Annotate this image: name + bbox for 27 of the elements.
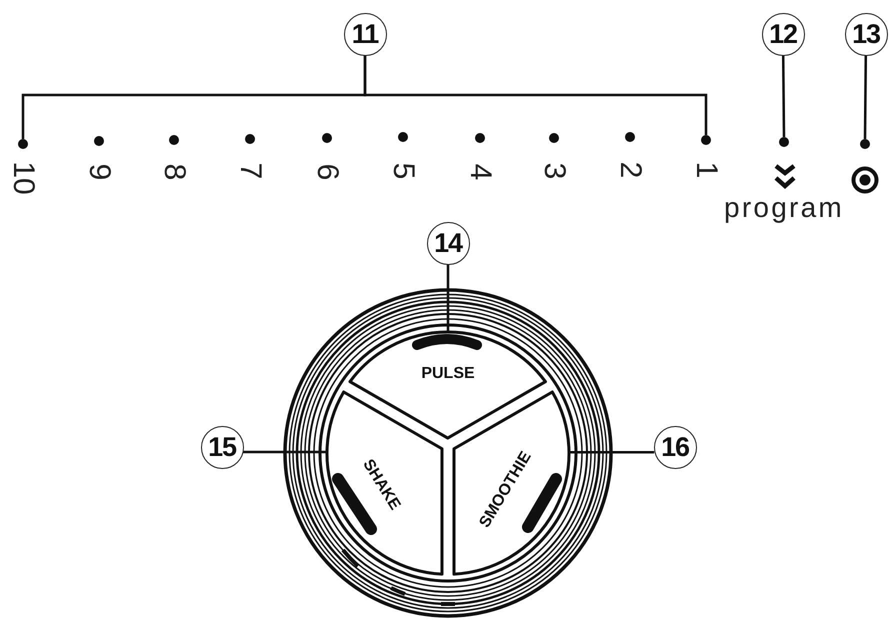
level-number: 6	[312, 164, 342, 180]
leader-line	[864, 55, 868, 140]
dial-button-segment	[348, 330, 548, 440]
leader-line	[569, 451, 654, 454]
callout-number: 14	[434, 230, 462, 256]
dial-button-segment	[325, 390, 444, 576]
level-number: 7	[235, 162, 265, 180]
level-number: 5	[388, 162, 418, 180]
level-number: 4	[465, 164, 495, 180]
dial-button-segment	[452, 390, 571, 576]
leader-line	[364, 56, 708, 135]
level-number: 10	[8, 161, 38, 195]
level-number: 2	[615, 162, 645, 178]
callout-number: 11	[352, 20, 378, 48]
level-number: 3	[539, 162, 569, 180]
callout-number: 16	[661, 434, 689, 460]
level-number: 1	[691, 162, 721, 178]
indicator-label: program	[724, 194, 844, 222]
leader-line	[242, 450, 327, 454]
callout-number: 15	[208, 434, 236, 460]
callout-number: 12	[769, 20, 797, 48]
button-label: PULSE	[421, 366, 475, 382]
callout-number: 13	[852, 20, 880, 48]
leader-line	[782, 55, 786, 138]
level-number: 8	[159, 164, 189, 180]
level-number: 9	[84, 164, 114, 180]
leader-line	[446, 264, 450, 332]
